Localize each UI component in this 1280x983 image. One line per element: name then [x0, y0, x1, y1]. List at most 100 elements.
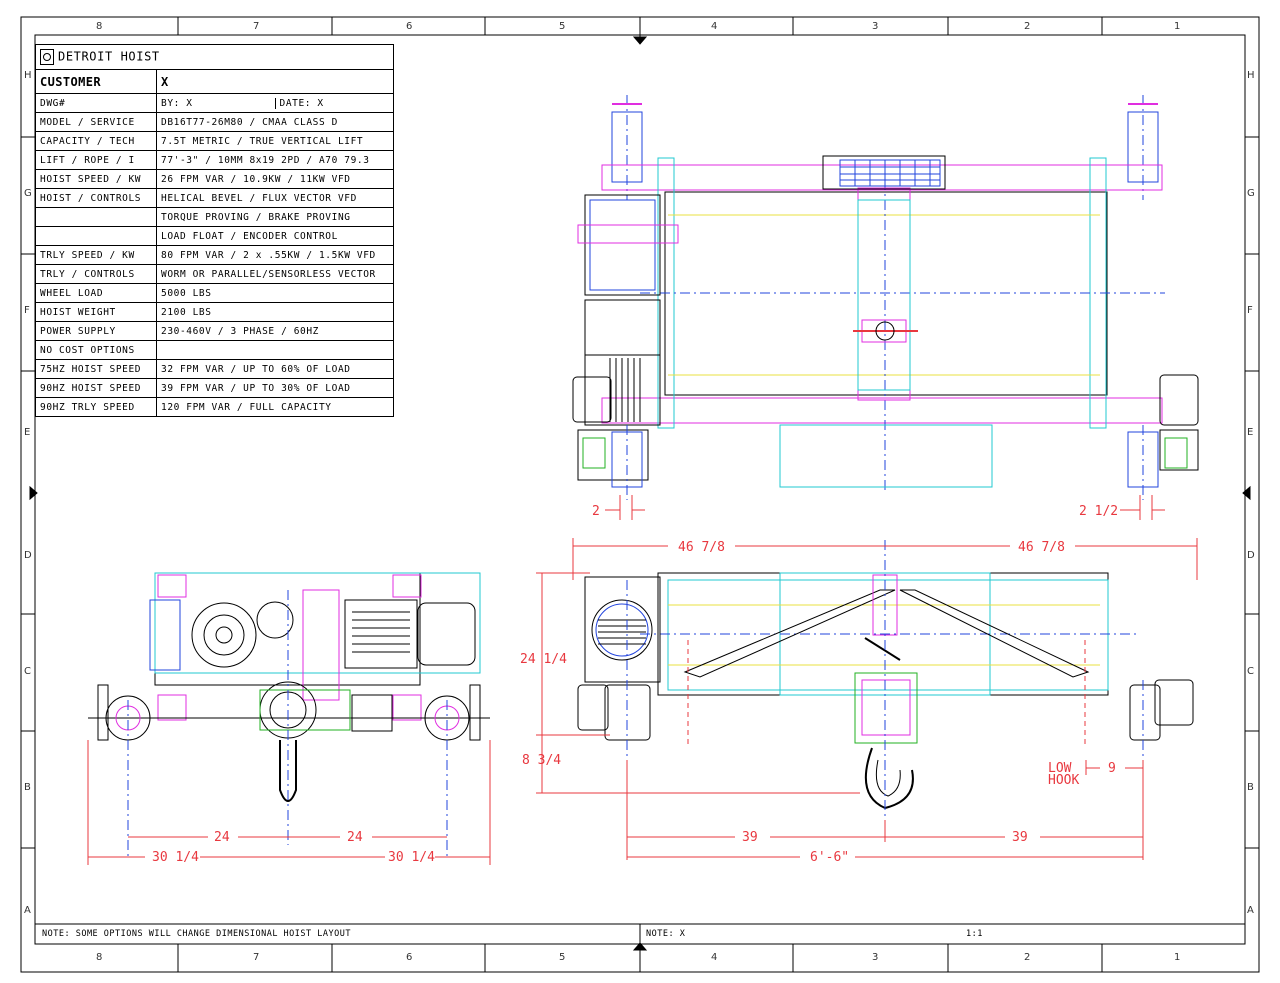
note-right: NOTE: X: [646, 929, 686, 939]
spec-value: 26 FPM VAR / 10.9KW / 11KW VFD: [156, 169, 394, 189]
zone-col-5-top: 5: [559, 21, 566, 32]
spec-label: HOIST SPEED / KW: [35, 169, 157, 189]
date-label: DATE: X: [279, 97, 324, 109]
spec-value: HELICAL BEVEL / FLUX VECTOR VFD: [156, 188, 394, 208]
zone-row-f-right: F: [1247, 305, 1253, 316]
zone-col-5-bottom: 5: [559, 952, 566, 963]
zone-col-7-bottom: 7: [253, 952, 260, 963]
scale-label: 1:1: [966, 929, 983, 939]
zone-row-b-left: B: [24, 782, 31, 793]
front-view-dimensions: [536, 538, 1198, 860]
spec-row: LOAD FLOAT / ENCODER CONTROL: [35, 226, 394, 246]
dwg-label: DWG#: [35, 93, 157, 113]
company-name: DETROIT HOIST: [58, 49, 160, 64]
spec-label: [35, 207, 157, 227]
spec-label: TRLY SPEED / KW: [35, 245, 157, 265]
side-view-dimensions: [87, 740, 491, 865]
zone-col-2-top: 2: [1024, 21, 1031, 32]
zone-row-c-right: C: [1247, 666, 1254, 677]
zone-row-b-right: B: [1247, 782, 1254, 793]
customer-label: CUSTOMER: [35, 69, 157, 94]
zone-col-3-bottom: 3: [872, 952, 879, 963]
zone-row-h-right: H: [1247, 70, 1255, 81]
company-logo-icon: [40, 49, 54, 65]
spec-value: DB16T77-26M80 / CMAA CLASS D: [156, 112, 394, 132]
zone-ticks: [21, 17, 1259, 972]
spec-value: WORM OR PARALLEL/SENSORLESS VECTOR: [156, 264, 394, 284]
zone-col-4-top: 4: [711, 21, 718, 32]
zone-row-d-right: D: [1247, 550, 1255, 561]
spec-label: HOIST WEIGHT: [35, 302, 157, 322]
spec-value: 2100 LBS: [156, 302, 394, 322]
spec-row: TORQUE PROVING / BRAKE PROVING: [35, 207, 394, 227]
zone-row-h-left: H: [24, 70, 32, 81]
zone-col-8-top: 8: [96, 21, 103, 32]
spec-value: 230-460V / 3 PHASE / 60HZ: [156, 321, 394, 341]
by-label: BY: X: [158, 97, 276, 109]
spec-label: HOIST / CONTROLS: [35, 188, 157, 208]
note-bar-lines: [35, 923, 1245, 944]
zone-col-3-top: 3: [872, 21, 879, 32]
spec-label: [35, 226, 157, 246]
spec-value: 39 FPM VAR / UP TO 30% OF LOAD: [156, 378, 394, 398]
zone-row-a-left: A: [24, 905, 31, 916]
spec-label: LIFT / ROPE / I: [35, 150, 157, 170]
spec-label: WHEEL LOAD: [35, 283, 157, 303]
spec-label: POWER SUPPLY: [35, 321, 157, 341]
note-left: NOTE: SOME OPTIONS WILL CHANGE DIMENSION…: [42, 929, 351, 939]
centering-marks: [29, 17, 1251, 972]
spec-row: NO COST OPTIONS: [35, 340, 394, 360]
zone-col-8-bottom: 8: [96, 952, 103, 963]
spec-value: LOAD FLOAT / ENCODER CONTROL: [156, 226, 394, 246]
spec-value: 120 FPM VAR / FULL CAPACITY: [156, 397, 394, 417]
spec-label: NO COST OPTIONS: [35, 340, 157, 360]
spec-label: TRLY / CONTROLS: [35, 264, 157, 284]
zone-row-g-right: G: [1247, 188, 1255, 199]
spec-value: 7.5T METRIC / TRUE VERTICAL LIFT: [156, 131, 394, 151]
zone-row-d-left: D: [24, 550, 32, 561]
zone-col-1-bottom: 1: [1174, 952, 1181, 963]
spec-value: 80 FPM VAR / 2 x .55KW / 1.5KW VFD: [156, 245, 394, 265]
top-view-dimensions: [605, 495, 1165, 520]
spec-label: MODEL / SERVICE: [35, 112, 157, 132]
zone-col-6-top: 6: [406, 21, 413, 32]
zone-row-f-left: F: [24, 305, 30, 316]
zone-row-c-left: C: [24, 666, 31, 677]
spec-value: TORQUE PROVING / BRAKE PROVING: [156, 207, 394, 227]
spec-label: CAPACITY / TECH: [35, 131, 157, 151]
zone-row-g-left: G: [24, 188, 32, 199]
zone-col-6-bottom: 6: [406, 952, 413, 963]
spec-value: 77'-3" / 10MM 8x19 2PD / A70 79.3: [156, 150, 394, 170]
top-view: [572, 95, 1199, 500]
zone-row-a-right: A: [1247, 905, 1254, 916]
zone-col-2-bottom: 2: [1024, 952, 1031, 963]
zone-col-4-bottom: 4: [711, 952, 718, 963]
spec-value: 32 FPM VAR / UP TO 60% OF LOAD: [156, 359, 394, 379]
zone-row-e-left: E: [24, 427, 31, 438]
spec-value: 5000 LBS: [156, 283, 394, 303]
zone-col-1-top: 1: [1174, 21, 1181, 32]
spec-label: 90HZ HOIST SPEED: [35, 378, 157, 398]
spec-label: 90HZ TRLY SPEED: [35, 397, 157, 417]
spec-label: 75HZ HOIST SPEED: [35, 359, 157, 379]
zone-row-e-right: E: [1247, 427, 1254, 438]
side-view: [88, 572, 490, 860]
front-view: [577, 540, 1194, 820]
spec-value: [156, 340, 394, 360]
